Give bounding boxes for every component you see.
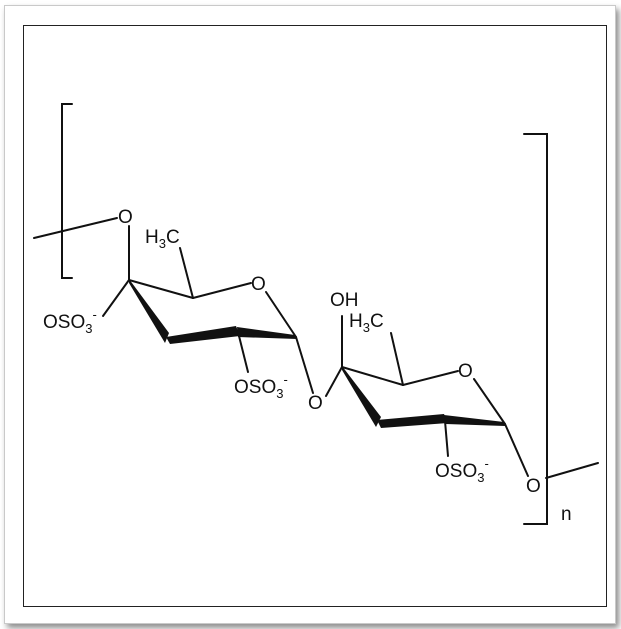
wedge-bond	[444, 415, 505, 426]
bond	[402, 370, 459, 386]
bond	[325, 366, 343, 397]
wedge-bond	[237, 327, 297, 339]
bond	[265, 291, 297, 338]
methyl-label-2: H3C	[349, 311, 384, 335]
wedge-bond	[377, 414, 448, 428]
bond	[102, 279, 130, 317]
ring-oxygen-2: O	[458, 361, 473, 382]
right-bracket	[523, 133, 548, 525]
bond-left-end	[33, 217, 118, 239]
methyl-label-1: H3C	[145, 227, 180, 251]
wedge-bond	[129, 279, 169, 343]
bond-right-end	[545, 462, 599, 479]
bond	[128, 279, 194, 299]
sulfate-label-mid: OSO3-	[234, 372, 288, 401]
bond	[390, 332, 404, 386]
left-bracket	[61, 103, 73, 279]
ring-oxygen-1: O	[251, 274, 266, 295]
hydroxyl-label: OH	[330, 290, 359, 311]
bond	[295, 336, 314, 394]
sulfate-label-left: OSO3-	[43, 307, 97, 336]
sulfate-label-right: OSO3-	[435, 456, 489, 485]
atom-o-top-left: O	[118, 207, 133, 228]
bond	[504, 423, 529, 477]
bond	[341, 366, 404, 386]
bridge-oxygen: O	[308, 393, 323, 414]
repeat-unit-n: n	[561, 504, 572, 525]
bond	[444, 420, 449, 457]
bond	[179, 247, 194, 299]
figure-border	[23, 25, 607, 607]
atom-o-right: O	[526, 476, 541, 497]
bond	[192, 282, 252, 299]
wedge-bond	[166, 326, 240, 344]
bond	[237, 331, 249, 373]
wedge-bond	[342, 366, 381, 427]
bond	[473, 378, 506, 425]
